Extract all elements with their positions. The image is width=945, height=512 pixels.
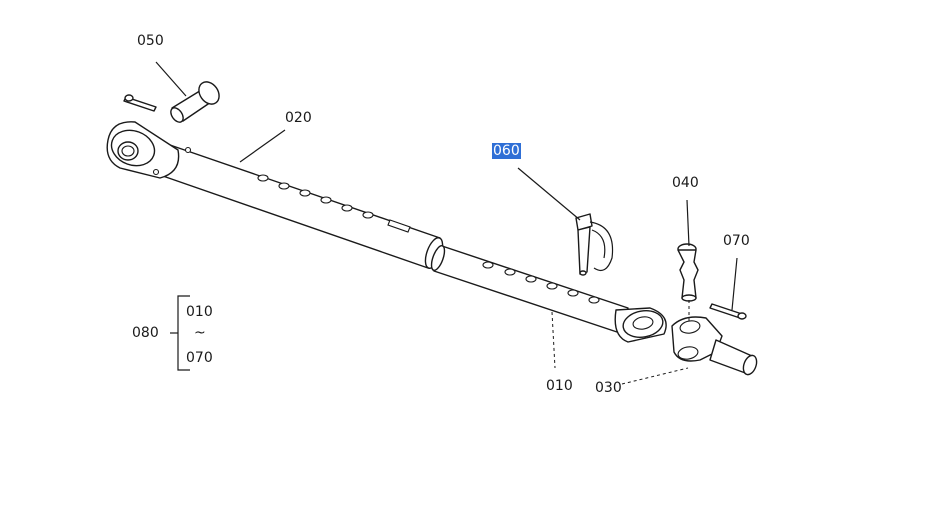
lynch-pin-060-part[interactable] — [575, 213, 614, 276]
callout-020[interactable]: 020 — [285, 110, 312, 126]
callout-040[interactable]: 040 — [672, 175, 699, 191]
callout-060-selected[interactable]: 060 — [492, 143, 521, 159]
leader-040 — [686, 199, 690, 247]
pin-040-part[interactable] — [677, 243, 699, 302]
callout-070[interactable]: 070 — [723, 233, 750, 249]
leader-020 — [239, 129, 286, 163]
assembly-range-separator: ~ — [194, 325, 206, 341]
leader-060 — [517, 167, 581, 221]
assembly-range-start: 010 — [186, 304, 213, 320]
cotter-pin-070-part[interactable] — [709, 303, 747, 320]
leader-070 — [731, 257, 738, 311]
assembly-range-end: 070 — [186, 350, 213, 366]
callout-010[interactable]: 010 — [546, 378, 573, 394]
leader-050 — [155, 61, 187, 97]
callout-050[interactable]: 050 — [137, 33, 164, 49]
assembly-bracket — [170, 295, 190, 371]
cotter-pin-upper-part[interactable] — [123, 94, 157, 112]
leader-010 — [551, 311, 556, 369]
clevis-end-030-part[interactable] — [671, 316, 759, 376]
leader-030 — [621, 367, 689, 385]
inner-tube-010-part[interactable] — [429, 244, 667, 343]
outer-tube-020-part[interactable] — [106, 121, 447, 271]
callout-030[interactable]: 030 — [595, 380, 622, 396]
assembly-label-080[interactable]: 080 — [132, 325, 159, 341]
clevis-pin-050-part[interactable] — [168, 78, 223, 124]
